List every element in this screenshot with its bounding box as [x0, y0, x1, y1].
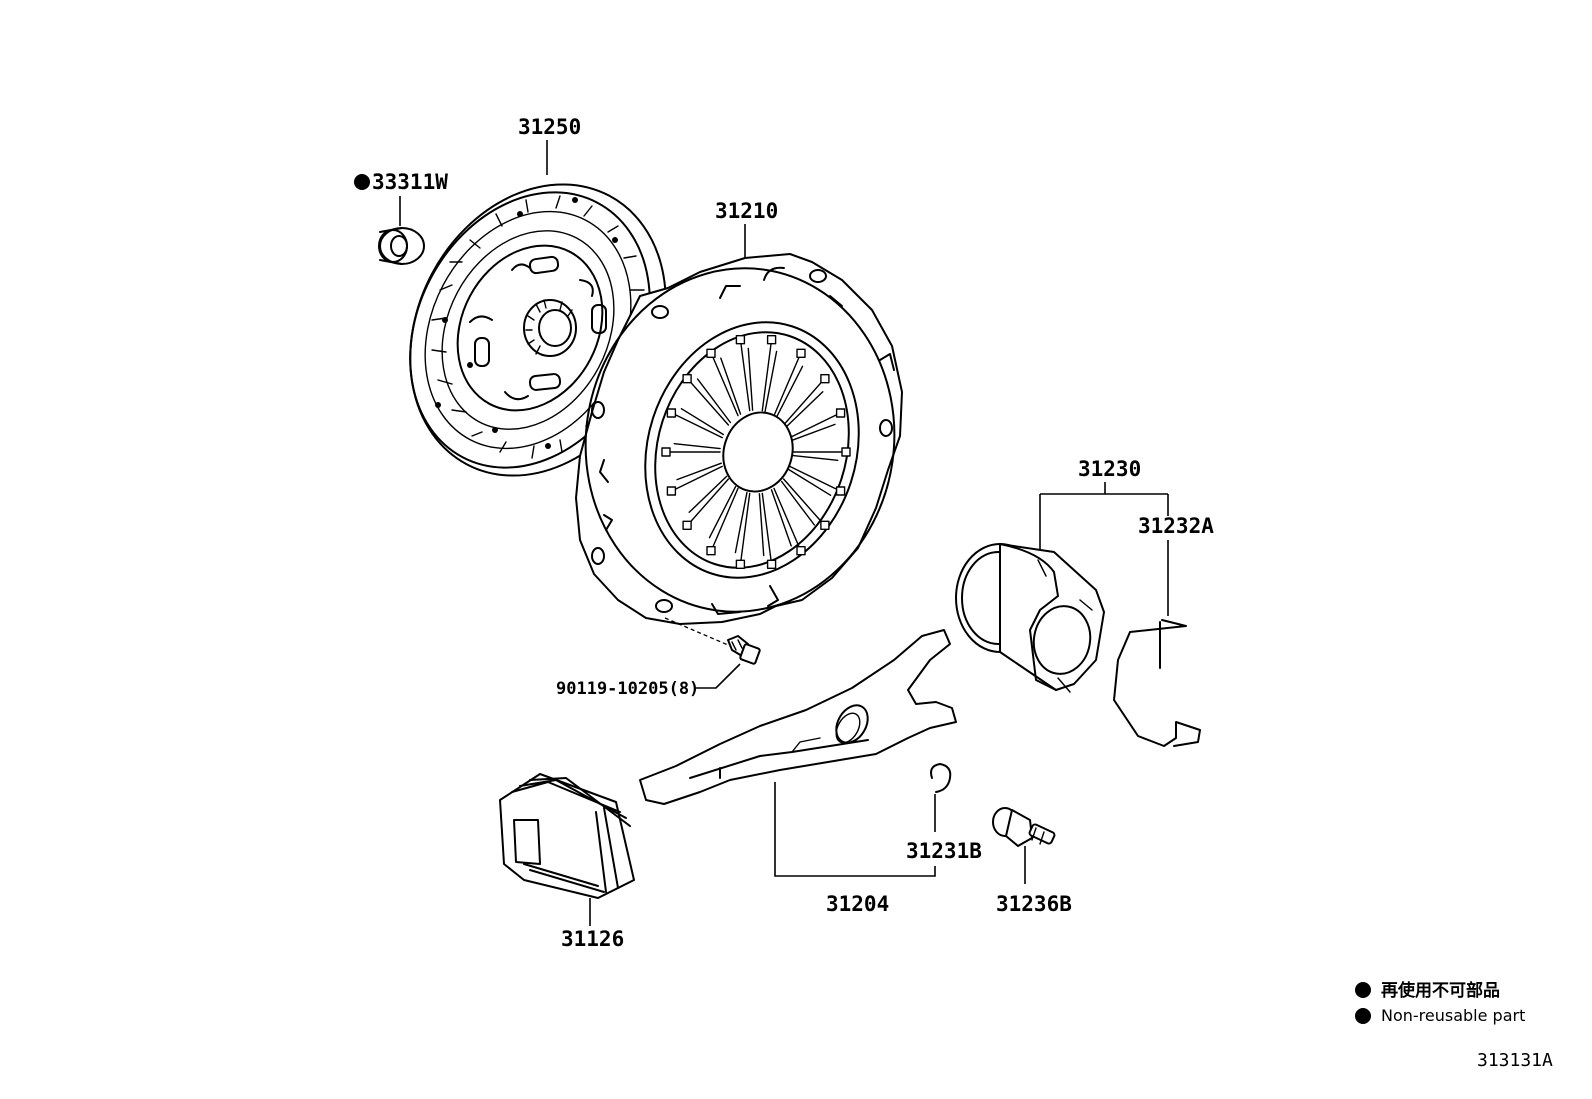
part-label-31230[interactable]: 31230 — [1078, 457, 1141, 481]
legend-english: Non-reusable part — [1381, 1006, 1525, 1025]
diagram-code: 313131A — [1477, 1050, 1553, 1071]
part-label-31250[interactable]: 31250 — [518, 115, 581, 139]
bolt-90119-10205[interactable]: 90119-10205(8) — [556, 635, 761, 699]
legend: 再使用不可部品 Non-reusable part — [1355, 980, 1525, 1025]
part-label-31232a[interactable]: 31232A — [1138, 514, 1214, 538]
release-fork-31204[interactable]: 31204 — [639, 629, 957, 916]
pivot-31236b[interactable]: 31236B — [992, 807, 1072, 916]
hub-clip-31232a[interactable]: 31232A — [1113, 514, 1214, 747]
non-reusable-marker-icon — [1355, 982, 1371, 998]
part-label-31231b[interactable]: 31231B — [906, 839, 982, 863]
part-label-31236b[interactable]: 31236B — [996, 892, 1072, 916]
clip-31231b[interactable]: 31231B — [906, 763, 982, 863]
release-bearing-31230[interactable]: 31230 — [955, 457, 1169, 693]
non-reusable-marker-icon — [354, 174, 370, 190]
part-label-31126[interactable]: 31126 — [561, 927, 624, 951]
pilot-bearing-33311w[interactable]: 33311W — [354, 170, 448, 265]
part-label-90119-10205[interactable]: 90119-10205(8) — [556, 679, 699, 699]
part-label-33311w[interactable]: 33311W — [372, 170, 448, 194]
part-label-31210[interactable]: 31210 — [715, 199, 778, 223]
boot-31126[interactable]: 31126 — [499, 773, 635, 951]
legend-japanese: 再使用不可部品 — [1381, 980, 1500, 1001]
part-label-31204[interactable]: 31204 — [826, 892, 889, 916]
clutch-cover-31210[interactable]: 31210 — [564, 199, 917, 632]
non-reusable-marker-icon — [1355, 1008, 1371, 1024]
